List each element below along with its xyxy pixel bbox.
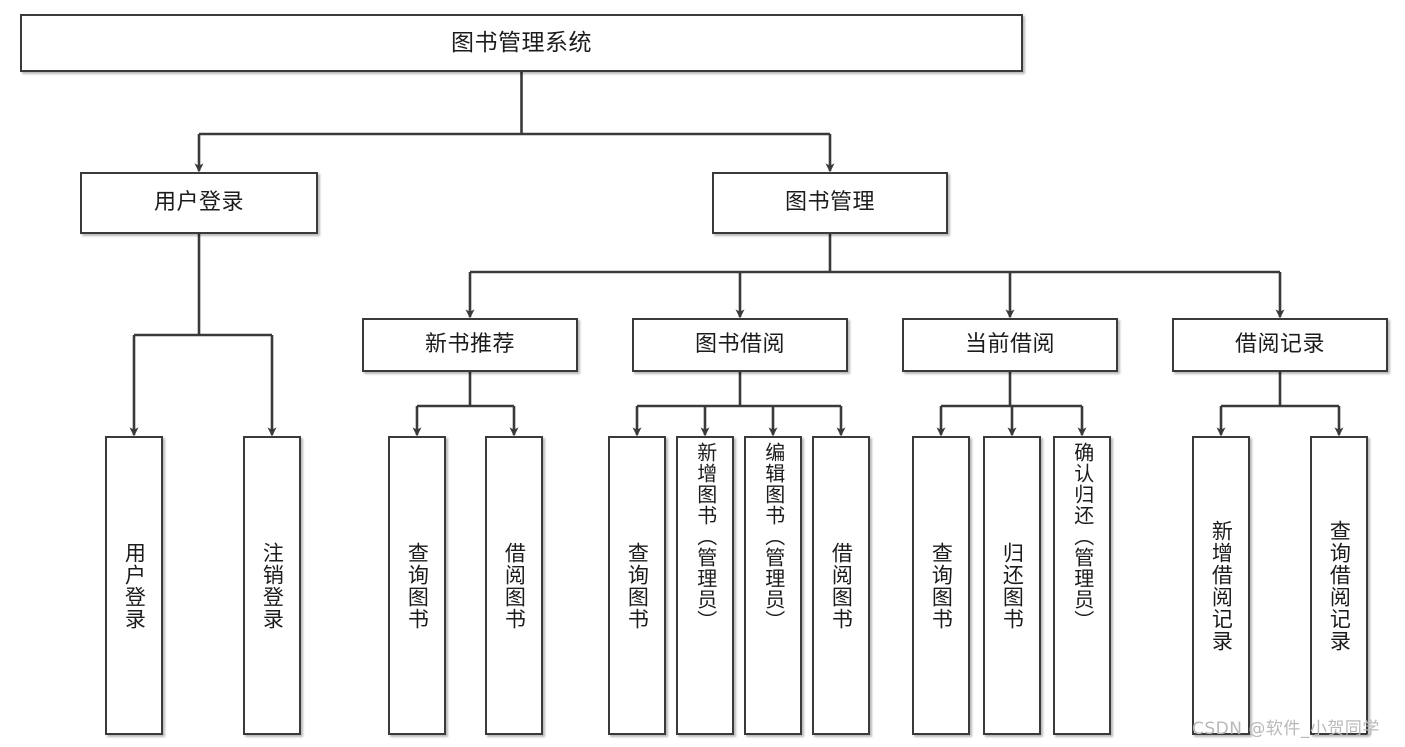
node-label: 图书管理 [784, 190, 875, 216]
leaf-logout[interactable]: 注销登录 [243, 436, 301, 735]
watermark-text: CSDN @软件_小贺同学 [1192, 719, 1380, 739]
node-label: 新增图书（管理员） [693, 442, 718, 631]
node-book-management[interactable]: 图书管理 [712, 172, 948, 234]
node-label: 编辑图书（管理员） [761, 442, 786, 631]
node-label: 图书管理系统 [451, 29, 592, 56]
node-root-system[interactable]: 图书管理系统 [20, 14, 1023, 72]
leaf-add-book-admin[interactable]: 新增图书（管理员） [676, 436, 734, 735]
node-label: 确认归还（管理员） [1070, 442, 1095, 631]
node-label: 借阅图书 [502, 541, 527, 630]
node-label: 查询图书 [405, 541, 430, 630]
node-label: 当前借阅 [964, 332, 1055, 358]
node-label: 查询借阅记录 [1327, 519, 1352, 652]
node-label: 归还图书 [1000, 541, 1025, 630]
node-label: 新增借阅记录 [1209, 519, 1234, 652]
node-label: 借阅图书 [829, 541, 854, 630]
node-label: 注销登录 [260, 541, 285, 630]
node-user-login[interactable]: 用户登录 [80, 172, 318, 234]
leaf-return-book[interactable]: 归还图书 [983, 436, 1041, 735]
node-label: 用户登录 [153, 190, 244, 216]
leaf-query-borrow-record[interactable]: 查询借阅记录 [1310, 436, 1368, 735]
node-borrowing-records[interactable]: 借阅记录 [1172, 318, 1388, 372]
leaf-confirm-return-admin[interactable]: 确认归还（管理员） [1053, 436, 1111, 735]
leaf-query-book-current[interactable]: 查询图书 [912, 436, 970, 735]
leaf-add-borrow-record[interactable]: 新增借阅记录 [1192, 436, 1250, 735]
leaf-user-login[interactable]: 用户登录 [105, 436, 163, 735]
node-label: 查询图书 [625, 541, 650, 630]
leaf-borrow-book-borrowing[interactable]: 借阅图书 [812, 436, 870, 735]
node-label: 新书推荐 [424, 332, 515, 358]
leaf-edit-book-admin[interactable]: 编辑图书（管理员） [744, 436, 802, 735]
leaf-borrow-book-recommendation[interactable]: 借阅图书 [485, 436, 543, 735]
leaf-query-book-recommendation[interactable]: 查询图书 [388, 436, 446, 735]
node-label: 借阅记录 [1234, 332, 1325, 358]
node-label: 图书借阅 [694, 332, 785, 358]
node-current-borrowing[interactable]: 当前借阅 [902, 318, 1118, 372]
node-label: 查询图书 [929, 541, 954, 630]
node-new-book-recommendation[interactable]: 新书推荐 [362, 318, 578, 372]
leaf-query-book-borrowing[interactable]: 查询图书 [608, 436, 666, 735]
node-label: 用户登录 [122, 541, 147, 630]
node-book-borrowing[interactable]: 图书借阅 [632, 318, 848, 372]
